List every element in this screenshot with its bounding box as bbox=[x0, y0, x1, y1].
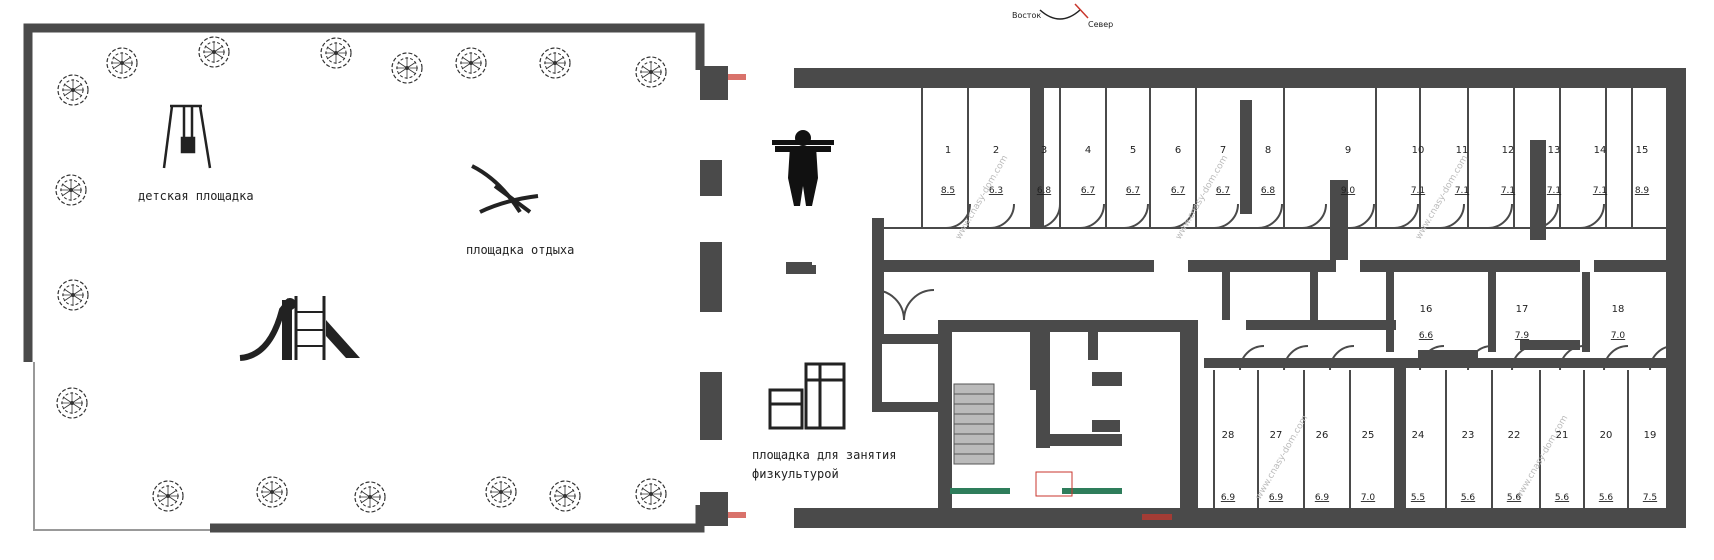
room-number: 11 bbox=[1456, 145, 1469, 156]
room-number: 27 bbox=[1270, 430, 1283, 441]
room-area: 5.6 bbox=[1555, 493, 1570, 503]
room-number: 1 bbox=[945, 145, 951, 156]
room-number: 7 bbox=[1220, 145, 1226, 156]
room-number: 22 bbox=[1508, 430, 1521, 441]
sport-area-label-1: площадка для занятия bbox=[752, 448, 897, 462]
room-area: 6.6 bbox=[1419, 331, 1434, 341]
slide-icon bbox=[239, 296, 360, 361]
room-number: 21 bbox=[1556, 430, 1569, 441]
swing-icon bbox=[162, 104, 212, 169]
room-number: 23 bbox=[1462, 430, 1475, 441]
room-area: 6.9 bbox=[1315, 493, 1330, 503]
stairwell bbox=[953, 383, 1073, 497]
room-area: 9.0 bbox=[1341, 186, 1356, 196]
tree-icon bbox=[152, 480, 184, 512]
tree-icon bbox=[55, 174, 87, 206]
room-number: 17 bbox=[1516, 304, 1529, 315]
watermark-text: www.cnasy-dom.com bbox=[1514, 414, 1570, 502]
tree-icon bbox=[455, 47, 487, 79]
bench bbox=[790, 265, 816, 274]
pull-up-icon bbox=[772, 130, 834, 206]
room-area: 5.6 bbox=[1507, 493, 1522, 503]
room-area: 7.9 bbox=[1515, 331, 1530, 341]
room-number: 4 bbox=[1085, 145, 1091, 156]
room-area: 6.7 bbox=[1171, 186, 1185, 196]
room-number: 25 bbox=[1362, 430, 1375, 441]
room-area: 5.5 bbox=[1411, 493, 1425, 503]
room-number: 5 bbox=[1130, 145, 1136, 156]
deck-chair-icon bbox=[471, 164, 539, 214]
room-area: 6.9 bbox=[1221, 493, 1236, 503]
room-area: 5.6 bbox=[1599, 493, 1614, 503]
tree-icon bbox=[57, 279, 89, 311]
room-number: 6 bbox=[1175, 145, 1181, 156]
room-number: 19 bbox=[1644, 430, 1657, 441]
room-number: 14 bbox=[1594, 145, 1607, 156]
tree-icon bbox=[549, 480, 581, 512]
room-area: 7.0 bbox=[1611, 331, 1626, 341]
room-area: 6.7 bbox=[1081, 186, 1095, 196]
tree-icon bbox=[485, 476, 517, 508]
tree-icon bbox=[106, 47, 138, 79]
room-area: 7.0 bbox=[1361, 493, 1376, 503]
room-area: 6.8 bbox=[1261, 186, 1276, 196]
room-number: 20 bbox=[1600, 430, 1613, 441]
tree-icon bbox=[320, 37, 352, 69]
room-area: 7.1 bbox=[1501, 186, 1515, 196]
tree-icon bbox=[198, 36, 230, 68]
room-area: 6.3 bbox=[989, 186, 1003, 196]
room-number: 15 bbox=[1636, 145, 1649, 156]
room-area: 8.5 bbox=[941, 186, 955, 196]
room-area: 7.1 bbox=[1411, 186, 1425, 196]
room-area: 5.6 bbox=[1461, 493, 1476, 503]
room-number: 26 bbox=[1316, 430, 1329, 441]
trees bbox=[55, 36, 667, 513]
room-area: 6.9 bbox=[1269, 493, 1284, 503]
tree-icon bbox=[57, 74, 89, 106]
rest-area-label: площадка отдыха bbox=[466, 243, 574, 257]
workout-bars-icon bbox=[768, 362, 846, 430]
room-number: 8 bbox=[1265, 145, 1271, 156]
tree-icon bbox=[56, 387, 88, 419]
building-walls bbox=[728, 68, 1686, 528]
compass-north-label: Север bbox=[1088, 20, 1113, 29]
room-number: 12 bbox=[1502, 145, 1515, 156]
tree-icon bbox=[539, 47, 571, 79]
watermark-text: www.cnasy-dom.com bbox=[1254, 414, 1310, 502]
room-number: 3 bbox=[1041, 145, 1047, 156]
compass-east-label: Восток bbox=[1012, 11, 1041, 20]
tree-icon bbox=[635, 56, 667, 88]
room-area: 6.7 bbox=[1216, 186, 1230, 196]
room-number: 13 bbox=[1548, 145, 1561, 156]
room-number: 18 bbox=[1612, 304, 1625, 315]
room-labels: 1 8.5 2 6.3 3 6.8 4 6.7 5 6.7 6 6.7 7 6.7 8 6.8 9 9.0 10 7.… bbox=[941, 145, 1657, 503]
room-number: 9 bbox=[1345, 145, 1351, 156]
room-number: 2 bbox=[993, 145, 999, 156]
yard-boundary bbox=[23, 23, 812, 533]
playground-label: детская площадка bbox=[138, 189, 254, 203]
room-area: 7.5 bbox=[1643, 493, 1657, 503]
tree-icon bbox=[391, 52, 423, 84]
room-number: 28 bbox=[1222, 430, 1235, 441]
room-area: 7.1 bbox=[1547, 186, 1561, 196]
tree-icon bbox=[354, 481, 386, 513]
room-area: 6.7 bbox=[1126, 186, 1140, 196]
tree-icon bbox=[635, 478, 667, 510]
compass-icon: Восток Север bbox=[1012, 3, 1113, 29]
room-area: 8.9 bbox=[1635, 186, 1650, 196]
room-area: 6.8 bbox=[1037, 186, 1052, 196]
room-area: 7.1 bbox=[1593, 186, 1607, 196]
tree-icon bbox=[256, 476, 288, 508]
room-number: 10 bbox=[1412, 145, 1425, 156]
room-number: 24 bbox=[1412, 430, 1425, 441]
room-area: 7.1 bbox=[1455, 186, 1469, 196]
sport-area-label-2: физкультурой bbox=[752, 467, 839, 481]
room-number: 16 bbox=[1420, 304, 1433, 315]
room-partitions-top bbox=[873, 88, 1675, 508]
